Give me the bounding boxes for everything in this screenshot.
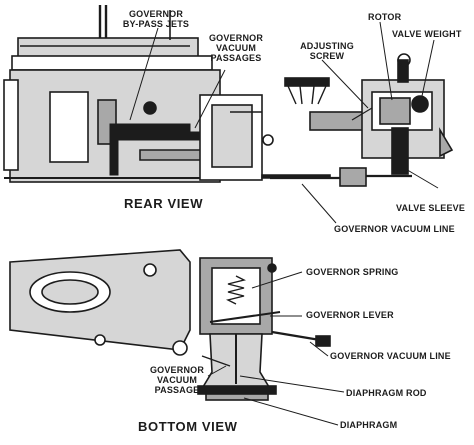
governor-spring <box>225 275 247 305</box>
rear-view-title: REAR VIEW <box>124 196 204 211</box>
valve-sleeve <box>391 127 409 175</box>
label-governor-lever: GOVERNOR LEVER <box>306 310 394 320</box>
label-diaphragm-rod: DIAPHRAGM ROD <box>346 388 427 398</box>
carburetor-top-rim <box>11 55 213 71</box>
leader-lines <box>129 21 439 426</box>
label-governor-vacuum-line-bottom: GOVERNOR VACUUM LINE <box>330 351 451 361</box>
governor-rotor <box>379 97 411 125</box>
label-adjusting-screw: ADJUSTING SCREW <box>300 41 354 61</box>
governor-lever <box>209 311 281 323</box>
bypass-jet-well <box>49 91 89 163</box>
governor-vacuum-passage <box>201 355 231 367</box>
label-governor-bypass-jets: GOVERNOR BY-PASS JETS <box>122 9 190 29</box>
bottom-view-illustration <box>9 249 331 401</box>
label-governor-spring: GOVERNOR SPRING <box>306 267 399 277</box>
label-valve-weight: VALVE WEIGHT <box>392 29 462 39</box>
governor-assembly <box>284 53 454 175</box>
label-governor-vacuum-line-rear: GOVERNOR VACUUM LINE <box>334 224 455 234</box>
label-rotor: ROTOR <box>368 12 402 22</box>
label-governor-vacuum-passages: GOVERNOR VACUUM PASSAGES <box>208 33 264 63</box>
rear-view-illustration <box>3 5 454 187</box>
label-diaphragm: DIAPHRAGM <box>340 420 398 430</box>
label-valve-sleeve: VALVE SLEEVE <box>396 203 466 213</box>
bottom-view-title: BOTTOM VIEW <box>138 419 238 434</box>
valve-weight <box>411 95 429 113</box>
label-governor-vacuum-passage: GOVERNOR VACUUM PASSAGE <box>149 365 205 395</box>
